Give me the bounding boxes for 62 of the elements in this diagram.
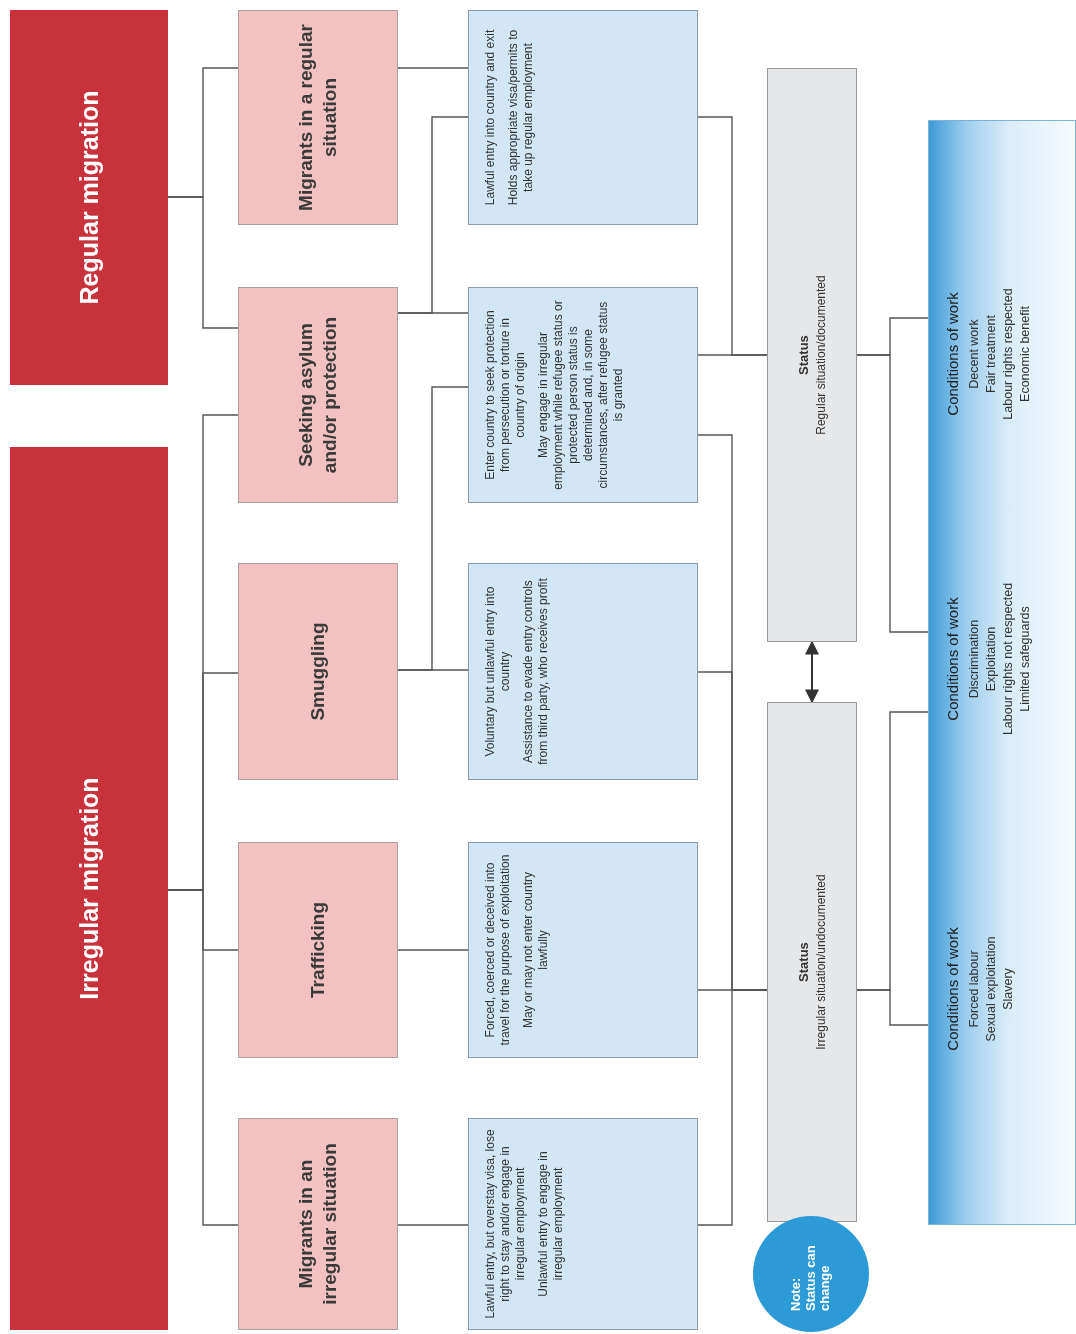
category-label: Migrants in a regular situation xyxy=(294,23,341,213)
connector-line xyxy=(397,669,469,671)
description-box xyxy=(468,10,698,225)
description-text: May engage in irregular employment while refugee status or protected person status is determined and, in some circumstances, after refugee status is granted xyxy=(536,299,626,492)
conditions-item: Labour rights respected xyxy=(1000,288,1016,420)
description-box xyxy=(468,1118,698,1330)
status-text: Irregular situation/undocumented xyxy=(812,874,829,1050)
description-text: Voluntary but unlawful entry into country xyxy=(483,585,513,759)
conditions-item: Forced labour xyxy=(966,950,983,1028)
connector-line xyxy=(856,989,929,1026)
category-box xyxy=(238,1118,398,1330)
category-banner xyxy=(10,10,168,385)
conditions-item: Labour rights not respected xyxy=(1000,582,1016,736)
conditions-heading: Conditions of work xyxy=(943,597,962,721)
conditions-item: Exploitation xyxy=(983,626,1000,692)
category-banner xyxy=(10,447,168,1330)
description-box xyxy=(468,842,698,1058)
description-text: Lawful entry into country and exit xyxy=(483,29,498,206)
description-box xyxy=(468,287,698,503)
double-arrow xyxy=(805,640,819,704)
description-text: Forced, coerced or deceived into travel for the purpose of exploitation xyxy=(483,853,513,1047)
connector-line xyxy=(697,354,768,356)
conditions-item: Fair treatment xyxy=(983,315,1000,393)
conditions-item: Discrimination xyxy=(966,619,983,699)
description-text: Holds appropriate visa/permits to take up regular employment xyxy=(506,28,536,208)
conditions-heading: Conditions of work xyxy=(943,292,962,416)
category-box xyxy=(238,287,398,503)
description-box xyxy=(468,563,698,780)
category-box xyxy=(238,10,398,225)
status-heading: Status xyxy=(794,335,812,375)
conditions-item: Limited safeguards xyxy=(1016,606,1033,712)
connector-line xyxy=(697,989,768,1226)
conditions-heading: Conditions of work xyxy=(943,927,962,1051)
connector-line xyxy=(397,67,469,69)
connector-line xyxy=(167,196,239,329)
description-text: Lawful entry, but overstay visa, lose right to stay and/or engage in irregular employment xyxy=(483,1129,528,1319)
connector-line xyxy=(397,312,469,314)
status-heading: Status xyxy=(794,942,812,982)
description-text: Enter country to seek protection from persecution or torture in country of origin xyxy=(483,309,528,482)
connector-line xyxy=(856,354,929,633)
note-text: Note: Status can change xyxy=(788,1244,834,1311)
conditions-item: Economic benefit xyxy=(1016,306,1033,402)
banner-title: Irregular migration xyxy=(74,777,104,1000)
status-box xyxy=(767,702,857,1222)
connector-line xyxy=(397,949,469,951)
description-text: May or may not enter country lawfully xyxy=(521,870,551,1031)
connector-line xyxy=(397,1224,469,1226)
category-label: Smuggling xyxy=(306,622,330,721)
conditions-item: Slavery xyxy=(1000,968,1016,1010)
conditions-item: Decent work xyxy=(966,319,983,389)
category-box xyxy=(238,842,398,1058)
banner-title: Regular migration xyxy=(74,90,104,305)
status-box xyxy=(767,68,857,642)
category-label: Seeking asylum and/or protection xyxy=(294,315,341,476)
category-box xyxy=(238,563,398,780)
description-text: Assistance to evade entry controls from third party, who receives profit xyxy=(521,577,551,767)
conditions-item: Sexual exploitation xyxy=(983,936,1000,1042)
category-label: Migrants in an irregular situation xyxy=(294,1142,341,1307)
description-text: Unlawful entry to engage in irregular employment xyxy=(536,1150,566,1299)
category-label: Trafficking xyxy=(306,901,330,999)
gradient-panel xyxy=(928,120,1076,1225)
status-text: Regular situation/documented xyxy=(812,275,829,435)
